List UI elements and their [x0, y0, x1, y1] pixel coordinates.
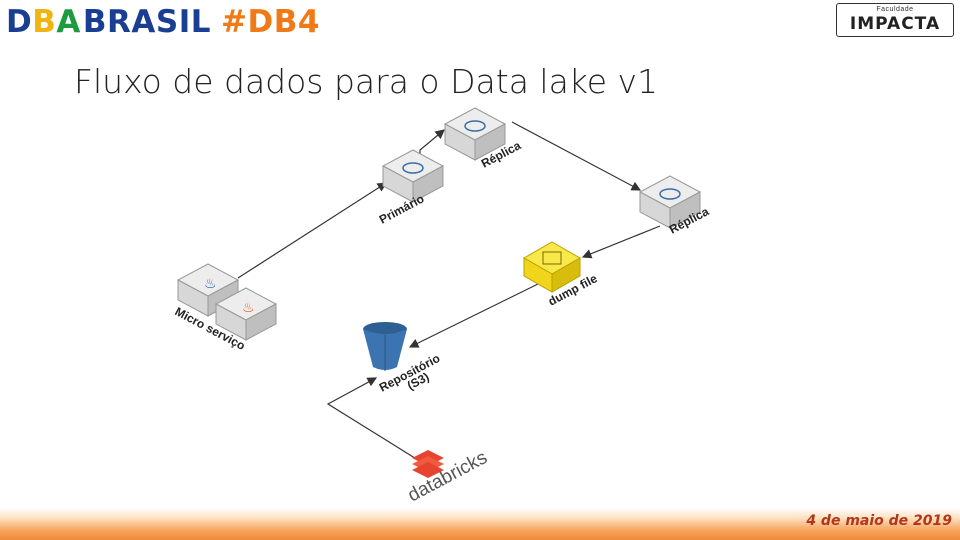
- event-date: 4 de maio de 2019: [806, 513, 952, 529]
- logo-name: IMPACTA: [849, 14, 941, 34]
- impacta-logo: Faculdade IMPACTA: [836, 3, 954, 37]
- footer-bar: [0, 508, 960, 540]
- logo-subtitle: Faculdade: [876, 6, 914, 13]
- arrow-micro-to-primario: [237, 182, 388, 279]
- svg-text:♨: ♨: [204, 276, 217, 292]
- node-repositorio: Repositório (S3): [363, 322, 442, 395]
- arrow-databricks-to-repositorio: [326, 377, 419, 461]
- java-server-icon: ♨: [177, 263, 239, 317]
- node-replica-2: Réplica: [639, 175, 711, 237]
- brand-hashtag: #DB4: [220, 4, 320, 40]
- slide-title: Fluxo de dados para o Data lake v1: [74, 62, 659, 101]
- java-server-icon: ♨: [215, 287, 277, 341]
- brand-word: BRASIL: [82, 4, 211, 40]
- svg-text:♨: ♨: [242, 300, 255, 316]
- dump-file-icon: [522, 241, 582, 293]
- arrow-replica-to-dump: [581, 225, 661, 259]
- node-micro-servico: ♨ ♨ Micro serviço: [173, 263, 277, 353]
- mysql-server-icon: [444, 107, 506, 161]
- node-primario: Primário: [377, 149, 444, 227]
- arrow-replica-to-replica: [511, 121, 642, 191]
- mysql-server-icon: [639, 175, 701, 229]
- brand-banner: DBABRASIL#DB4: [6, 2, 320, 42]
- node-databricks: databricks: [404, 447, 490, 506]
- brand-letter-d: D: [6, 4, 33, 40]
- brand-letter-b: B: [32, 4, 57, 40]
- flow-arrows: [237, 121, 661, 461]
- arrow-dump-to-repositorio: [408, 282, 541, 348]
- node-replica-1: Réplica: [444, 107, 523, 171]
- databricks-logo-icon: [412, 450, 444, 478]
- label-primario: Primário: [377, 191, 427, 226]
- brand-letter-a: A: [56, 4, 81, 40]
- node-dump-file: dump file: [522, 241, 600, 309]
- mysql-server-icon: [382, 149, 444, 203]
- s3-bucket-icon: [363, 322, 407, 371]
